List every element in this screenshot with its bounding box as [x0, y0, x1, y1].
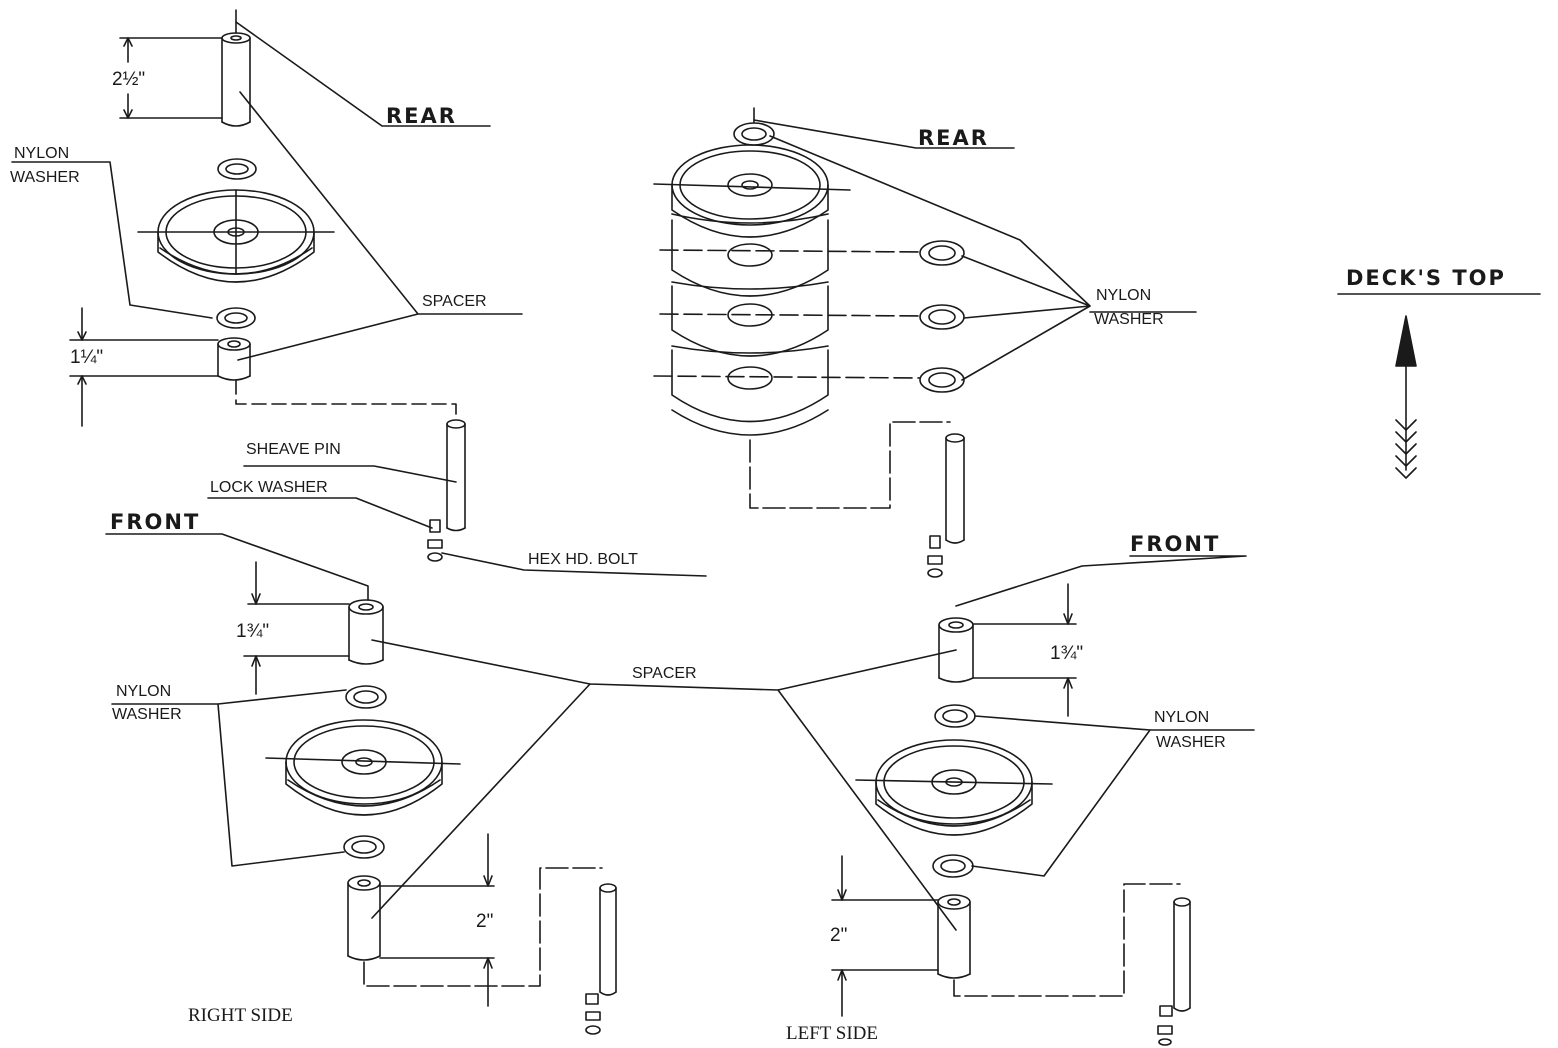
washer-label-top-left: WASHER [10, 169, 80, 186]
nylon-washer-top-left [217, 158, 257, 180]
sheave-pin-front-left [585, 883, 617, 1035]
hex-bolt-label: HEX HD. BOLT [528, 551, 638, 568]
nylon-washer-front-right-bottom [932, 854, 974, 878]
front-left-spacer-long [347, 875, 381, 961]
left-side-caption: LEFT SIDE [786, 1023, 879, 1044]
dimension-1-75-in-right [972, 583, 1077, 717]
nylon-washer-front-left-bottom [343, 835, 385, 859]
nylon-washers-center-right [919, 240, 965, 393]
nylon-washer-center-top [733, 107, 775, 146]
rear-left-leader [235, 21, 491, 127]
dimension-2-in-right [831, 855, 939, 1017]
dimension-2-in-left [379, 833, 495, 1007]
washer-label-front-right: WASHER [1156, 734, 1226, 751]
rear-label-center: REAR [918, 126, 989, 150]
front-right-spacer-long [937, 894, 971, 979]
sheave-pulley-top-left [137, 189, 335, 283]
nylon-washer-center-leader [769, 135, 1197, 381]
center-centerline [749, 421, 951, 509]
dimension-label-2-right: 2" [830, 925, 848, 946]
dimension-label-1-75-right: 1¾" [1050, 643, 1084, 664]
washer-label-front-left: WASHER [112, 706, 182, 723]
lock-washer-label: LOCK WASHER [210, 479, 328, 496]
front-label-left: FRONT [110, 510, 201, 534]
sheave-pulley-stack-center [653, 144, 921, 436]
hex-bolt-leader [441, 552, 707, 577]
nylon-washer-front-right-leader [971, 715, 1255, 877]
washer-label-center: WASHER [1094, 311, 1164, 328]
nylon-label-front-left: NYLON [116, 683, 172, 700]
spacer-label-top: SPACER [422, 293, 487, 310]
sheave-pulley-front-left [265, 719, 461, 816]
dimension-1-25-in [69, 307, 219, 427]
sheave-pulley-front-right [855, 739, 1053, 836]
dimension-label-2-left: 2" [476, 911, 494, 932]
front-right-spacer [938, 617, 974, 683]
nylon-washer-top-left-lower [216, 307, 256, 329]
top-left-centerline [235, 379, 457, 421]
sheave-pin-leader [243, 465, 457, 483]
sheave-pin-front-right [1157, 897, 1191, 1046]
sheave-pin-top-left [427, 419, 466, 562]
front-left-centerline [363, 867, 603, 987]
lock-washer-leader [207, 497, 433, 529]
dimension-label-1-75-left: 1¾" [236, 621, 270, 642]
nylon-washer-front-right-top [934, 704, 976, 728]
rear-left-spacer-short [217, 337, 251, 381]
spacer-top-leader [237, 91, 523, 361]
front-right-centerline [953, 883, 1181, 997]
front-left-spacer [348, 599, 384, 665]
dimension-2-5-in [119, 37, 223, 119]
nylon-washer-front-left-leader [111, 689, 347, 867]
spacer-label-bottom: SPACER [632, 665, 697, 682]
spacer-bottom-leader [371, 639, 957, 931]
dimension-label-1-25: 1¼" [70, 347, 104, 368]
rear-left-spacer-tall [221, 9, 251, 127]
front-left-leader [105, 533, 369, 601]
nylon-washer-front-left-top [345, 685, 387, 709]
nylon-label-front-right: NYLON [1154, 709, 1210, 726]
nylon-washer-top-left-leader [11, 161, 213, 319]
dimension-label-2-5: 2½" [112, 69, 146, 90]
nylon-label-top-left: NYLON [14, 145, 70, 162]
rear-center-leader [753, 119, 1015, 149]
rear-label-left: REAR [386, 104, 457, 128]
sheave-pin-center [927, 433, 965, 578]
decks-top-label: DECK'S TOP [1346, 266, 1506, 290]
front-label-right: FRONT [1130, 532, 1221, 556]
right-side-caption: RIGHT SIDE [188, 1005, 293, 1026]
dimension-1-75-in-left [243, 561, 350, 695]
nylon-label-center: NYLON [1096, 287, 1152, 304]
front-right-leader [955, 555, 1247, 607]
decks-top-arrow [1337, 293, 1541, 479]
sheave-pin-label: SHEAVE PIN [246, 441, 341, 458]
